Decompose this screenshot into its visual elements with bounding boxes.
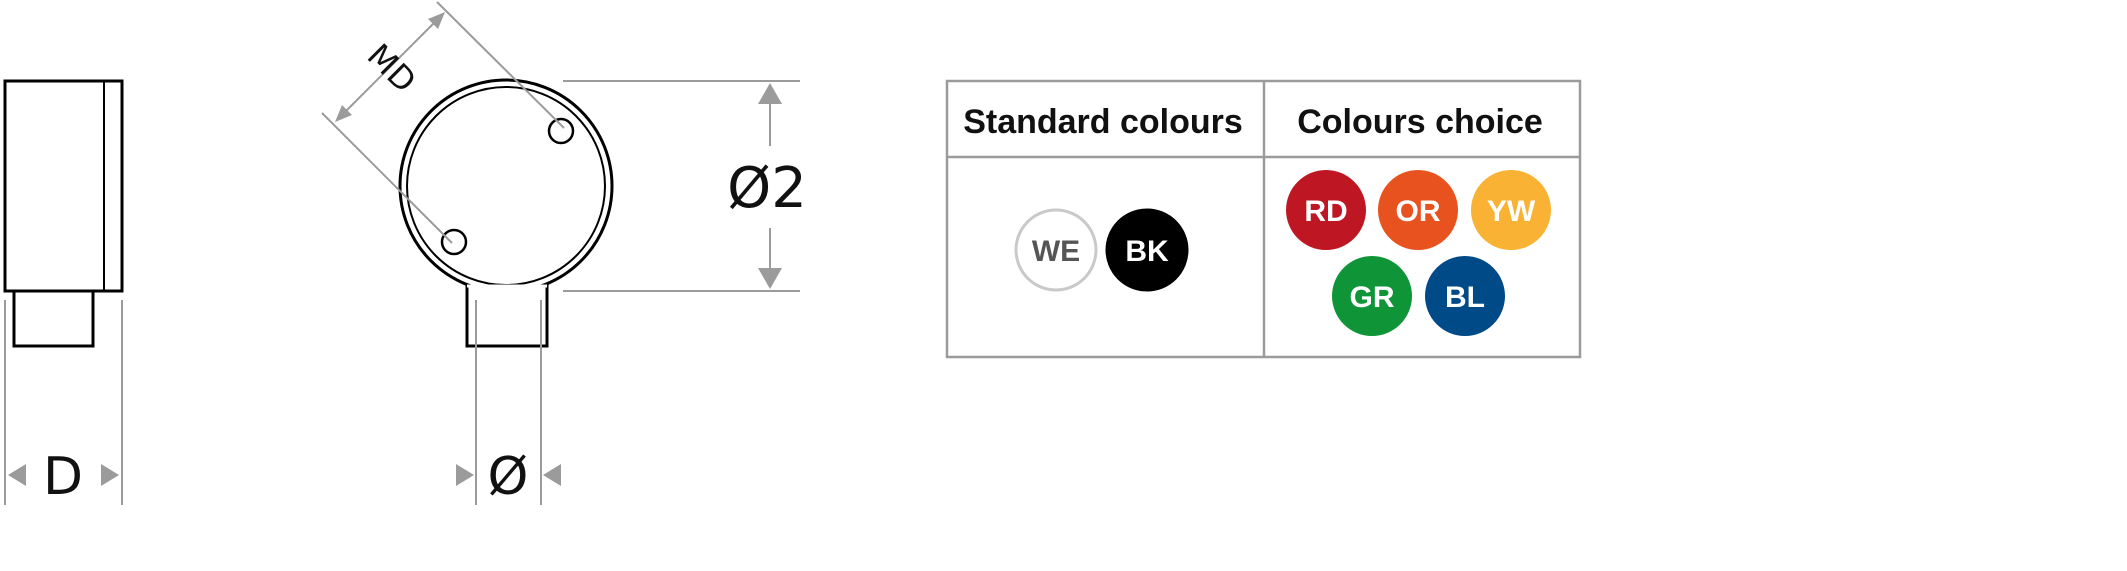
swatch-circle-bl <box>1425 256 1505 336</box>
side-view-connector <box>12 289 95 348</box>
swatch-circle-bk <box>1105 208 1189 292</box>
swatch-code-or: OR <box>1396 195 1441 228</box>
mounting-hole-bottom <box>440 228 468 256</box>
swatch-circle-gr <box>1332 256 1412 336</box>
colour-swatch-or: OR <box>1378 170 1458 250</box>
md-arrow-bottom <box>335 105 352 122</box>
md-label: MD <box>360 36 424 100</box>
front-view: MD Ø2 Ø <box>321 1 807 507</box>
md-extension-top <box>436 1 565 129</box>
swatch-circle-yw <box>1471 170 1551 250</box>
header-colours-choice: Colours choice <box>1297 103 1543 141</box>
dia2-arrow-top <box>758 83 782 104</box>
swatch-code-gr: GR <box>1350 281 1395 314</box>
dia2-arrow-bottom <box>758 268 782 289</box>
header-standard-colours: Standard colours <box>963 103 1243 141</box>
colour-swatch-gr: GR <box>1332 256 1412 336</box>
swatch-code-bl: BL <box>1445 281 1485 314</box>
front-view-outer-ring <box>398 78 614 294</box>
depth-label: D <box>43 447 83 507</box>
depth-arrow-left <box>8 464 26 486</box>
swatch-circle-we <box>1014 208 1098 292</box>
shaft-arrow-left <box>456 464 474 486</box>
front-view-connector <box>465 284 549 348</box>
diameter2-label: Ø2 <box>727 156 807 221</box>
depth-arrow-right <box>101 464 119 486</box>
md-dimension-line <box>339 16 441 118</box>
colour-swatch-bl: BL <box>1425 256 1505 336</box>
swatch-code-yw: YW <box>1487 195 1536 228</box>
swatch-circle-or <box>1378 170 1458 250</box>
choice-colour-swatches: RD OR YW GR BL <box>1286 170 1551 336</box>
md-arrow-top <box>428 12 445 29</box>
swatch-code-we: WE <box>1032 235 1080 268</box>
colour-swatch-we: WE <box>1014 208 1098 292</box>
shaft-arrow-right <box>543 464 561 486</box>
colour-table: Standard colours Colours choice <box>945 79 1582 359</box>
colour-swatch-rd: RD <box>1286 170 1366 250</box>
shaft-label: Ø <box>488 447 529 507</box>
colour-swatch-yw: YW <box>1471 170 1551 250</box>
swatch-code-rd: RD <box>1304 195 1347 228</box>
swatch-code-bk: BK <box>1125 235 1169 268</box>
mounting-hole-top <box>547 117 575 145</box>
colour-swatch-bk: BK <box>1105 208 1189 292</box>
swatch-circle-rd <box>1286 170 1366 250</box>
md-extension-bottom <box>321 112 453 244</box>
side-view: D <box>3 79 124 507</box>
standard-colour-swatches: WE BK <box>1014 208 1189 292</box>
